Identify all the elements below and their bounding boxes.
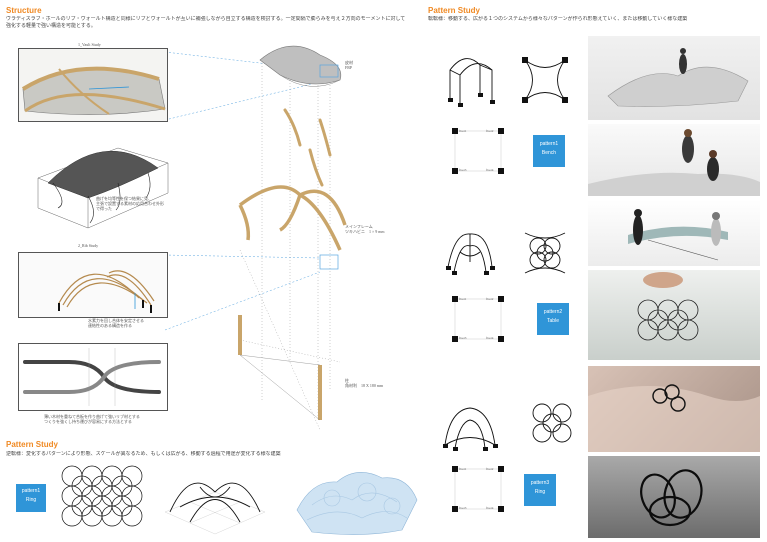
vault-note: 曲げを均等性を保つ結果に見、 主張で設置する素材の応用合わせ外形で得った: [96, 196, 166, 211]
pattern3-ring-sub: Ring: [534, 489, 546, 495]
vault-study-label: 1_Vault Study: [78, 42, 101, 47]
pattern3-node-diagram: floor1 floor2 floor3 floor4: [452, 466, 504, 512]
pattern1-bench-title: pattern1: [539, 141, 559, 147]
pattern1-bench-button[interactable]: pattern1 Bench: [533, 135, 565, 167]
vault-wireframe-drawing: [37, 147, 169, 229]
ring-hand-photo: [588, 366, 760, 452]
ring-hand-render: [588, 384, 760, 452]
ring-sculpture-photo: [588, 456, 760, 538]
pattern1-node-diagram: floor1 floor2 floor3 floor4: [452, 128, 504, 174]
vault-study-drawing: [21, 66, 166, 115]
skin-label: 皮材 FRP: [345, 60, 353, 70]
pattern3-ring-button[interactable]: pattern3 Ring: [524, 474, 556, 506]
lamination-note: 薄い木材を重ねて合板を作り曲げて強いリブ材とする つくりを強くし持ち運びが容易に…: [44, 414, 174, 424]
exploded-axonometric-drawing: [238, 45, 347, 421]
pattern2-table-button[interactable]: pattern2 Table: [537, 303, 569, 335]
pattern1-node-br: floor4: [486, 168, 494, 172]
pattern3-node-br: floor4: [486, 506, 494, 510]
structure-desc-line2: 強化する軽量で強い構造を可能とする。: [6, 24, 96, 29]
pattern1-ring-button-line1: pattern1: [21, 488, 41, 494]
pattern1-node-lines: [452, 128, 504, 174]
rib-note-line2: 連結性のある構造を作る: [88, 323, 132, 328]
pillar-label: 柱 角材利 18 X 180 mm: [345, 378, 383, 388]
structure-heading: Structure: [6, 6, 42, 15]
table-grid-photo: [588, 270, 760, 360]
rib-study-drawing: [58, 270, 155, 313]
table-grid-render: [637, 272, 699, 341]
table-people-render: [628, 209, 728, 261]
ring-pattern-3d-drawing: [164, 482, 266, 535]
pattern1-bench-sub: Bench: [541, 150, 557, 156]
ring-pattern-flat-drawing: [61, 465, 143, 527]
pattern3-node-lines: [452, 466, 504, 512]
rib-study-label: 2_Rib Study: [78, 243, 99, 248]
pattern1-plan-drawing: [522, 57, 568, 103]
pattern1-ring-button[interactable]: pattern1 Ring: [16, 484, 46, 512]
lamination-note-line1: 薄い木材を重ねて合板を作り曲げて強いリブ材とする: [44, 414, 140, 419]
lamination-note-line2: つくりを強くし持ち運びが容易にする方法とする: [44, 419, 132, 424]
pattern2-node-br: floor4: [486, 336, 494, 340]
skin-label-line1: 皮材: [345, 60, 353, 65]
pattern3-plan-drawing: [532, 403, 572, 443]
pattern3-node-bl: floor3: [459, 506, 467, 510]
pattern3-node-tl: floor1: [459, 467, 467, 471]
pattern1-node-bl: floor3: [459, 168, 467, 172]
ring-sculpture-render: [640, 469, 703, 527]
bench-canopy-render: [607, 48, 749, 107]
pattern2-plan-drawing: [524, 232, 566, 274]
bench-people-photo: [588, 124, 760, 196]
rib-note: 水素力を回し合体を安定させる 連結性のある構造を作る: [88, 318, 168, 328]
pattern2-table-title: pattern2: [543, 309, 563, 315]
pattern1-frame-drawing: [448, 58, 495, 107]
structure-description: ヴラディスラフ・ホールのリブ・ヴォールト構造と同様にリブとヴォールトが互いに補強…: [6, 16, 411, 30]
vault-note-line1: 曲げを均等性を保つ結果に見、: [96, 196, 152, 201]
pattern2-node-diagram: floor1 floor2 floor3 floor4: [452, 296, 504, 342]
pattern-study-right-desc: 転転様：移動する、広がる１つのシステムから様々なパターンが作られ形態えていく、ま…: [428, 17, 688, 22]
pattern3-ring-title: pattern3: [530, 480, 550, 486]
lamination-drawing: [23, 348, 161, 406]
pattern1-node-tr: floor2: [486, 129, 494, 133]
bench-canopy-photo: [588, 36, 760, 120]
vault-study-frame: [18, 48, 168, 122]
pattern2-node-lines: [452, 296, 504, 342]
pattern-study-left-desc: 逆転様：変化するパターンにより形態、スケールが異なるため、もしくは広がる、移動す…: [6, 452, 281, 457]
glass-canopy-drawing: [296, 472, 418, 535]
pattern1-ring-button-line2: Ring: [25, 497, 37, 503]
pattern2-frame-drawing: [446, 233, 495, 275]
skin-label-line2: FRP: [345, 65, 353, 70]
frame-label-line2: ツキハビニ 1 × 9 mm: [345, 229, 385, 234]
pattern1-node-tl: floor1: [459, 129, 467, 133]
pattern3-node-tr: floor2: [486, 467, 494, 471]
pattern2-node-bl: floor3: [459, 336, 467, 340]
lamination-frame: [18, 343, 168, 411]
pattern2-node-tr: floor2: [486, 297, 494, 301]
pillar-label-line2: 角材利 18 X 180 mm: [345, 383, 384, 388]
table-people-photo: [588, 200, 760, 266]
bench-people-render: [588, 129, 760, 196]
pattern3-frame-drawing: [443, 407, 498, 451]
pillar-label-line1: 柱: [345, 378, 349, 383]
frame-label-line1: メインフレーム: [345, 224, 373, 229]
vault-note-line2: 主張で設置する素材の応用合わせ外形で得った: [96, 201, 164, 211]
pattern2-node-tl: floor1: [459, 297, 467, 301]
rib-study-frame: [18, 252, 168, 318]
pattern-study-right-heading: Pattern Study: [428, 6, 481, 15]
pattern2-table-sub: Table: [547, 318, 559, 324]
structure-desc-line1: ヴラディスラフ・ホールのリブ・ヴォールト構造と同様にリブとヴォールトが互いに補強…: [6, 17, 406, 22]
pattern-study-left-heading: Pattern Study: [6, 440, 59, 449]
frame-label: メインフレーム ツキハビニ 1 × 9 mm: [345, 224, 384, 234]
rib-note-line1: 水素力を回し合体を安定させる: [88, 318, 144, 323]
